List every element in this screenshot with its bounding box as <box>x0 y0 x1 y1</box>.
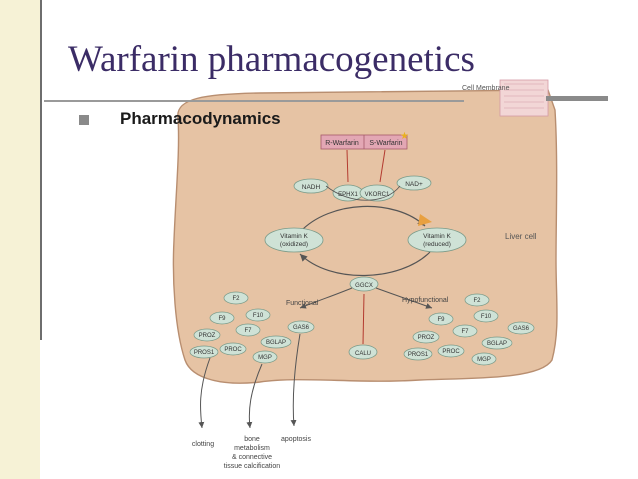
gene-node-left <box>287 320 315 334</box>
vitamin-k-oxidized-label-1: Vitamin K <box>280 233 308 240</box>
gene-node-left <box>189 345 219 359</box>
nadh-to-nad-arc <box>325 185 401 201</box>
gene-label-left: BGLAP <box>266 340 286 346</box>
gene-label-left: PROC <box>224 347 242 353</box>
nad-plus-node <box>396 175 432 191</box>
gene-node-left <box>252 350 278 364</box>
bone-arrow <box>246 363 263 429</box>
left-border-line <box>40 0 42 340</box>
gene-node-left <box>219 342 247 356</box>
bone-label-3: & connective <box>232 454 272 461</box>
ggcx-node <box>349 276 379 292</box>
gene-label-right: GAS6 <box>513 326 530 332</box>
liver-cell-label: Liver cell <box>505 232 537 241</box>
gene-node-right <box>481 336 513 350</box>
gene-label-right: F10 <box>481 314 492 320</box>
gene-label-left: PROZ <box>199 333 216 339</box>
gene-label-right: F7 <box>461 329 469 335</box>
bullet-text: Pharmacodynamics <box>120 109 281 128</box>
title-underline <box>44 100 464 102</box>
title-underline-right <box>546 96 608 101</box>
gene-label-left: GAS6 <box>293 325 310 331</box>
vitamin-k-reduced-node <box>407 227 467 253</box>
vkorc1-label: VKORC1 <box>365 192 390 198</box>
vitamin-k-reduced-label-1: Vitamin K <box>423 233 451 240</box>
gene-label-right: BGLAP <box>487 341 507 347</box>
gene-node-right <box>428 312 454 326</box>
ggcx-label: GGCX <box>355 283 373 289</box>
gene-label-right: PROZ <box>418 335 435 341</box>
gene-node-right <box>403 347 433 361</box>
apoptosis-label: apoptosis <box>281 436 311 443</box>
gene-label-right: MGP <box>477 357 491 363</box>
nadh-node <box>293 178 329 194</box>
cell-membrane-label: Cell Membrane <box>462 85 510 92</box>
gene-label-left: F9 <box>218 316 226 322</box>
gene-label-right: F9 <box>437 317 445 323</box>
cell-membrane-band <box>499 79 549 117</box>
gene-label-right: PROS1 <box>408 352 429 358</box>
gene-node-right <box>473 309 499 323</box>
clotting-arrow <box>198 357 211 429</box>
hypofunctional-gene-cluster: F2 F9 F10 F7 PROZ GAS6 BGLAP PROS1 PROC … <box>403 293 535 366</box>
gene-node-left <box>235 323 261 337</box>
bullet-square-icon <box>79 115 89 125</box>
calu-inhibition-line <box>362 293 365 345</box>
apoptosis-arrow <box>290 333 301 427</box>
hypofunctional-label: Hypofunctional <box>402 297 449 304</box>
ephx1-label: EPHX1 <box>338 192 358 198</box>
calu-label: CALU <box>355 351 371 357</box>
s-warfarin-label: S-Warfarin <box>369 140 402 147</box>
gene-label-left: F2 <box>232 296 240 302</box>
gene-node-right <box>464 293 490 307</box>
gene-label-left: MGP <box>258 355 272 361</box>
ggcx-to-functional-arrow <box>299 287 353 309</box>
gene-label-right: F2 <box>473 298 481 304</box>
star-icon: ★ <box>400 131 409 142</box>
gene-node-right <box>452 324 478 338</box>
gene-node-right <box>437 344 465 358</box>
left-stripe <box>0 0 40 479</box>
gene-node-right <box>412 330 440 344</box>
vitamin-k-oxidized-node <box>264 227 324 253</box>
gene-label-left: F7 <box>244 328 252 334</box>
gene-node-left <box>260 335 292 349</box>
gene-node-left <box>193 328 221 342</box>
gene-label-right: PROC <box>442 349 460 355</box>
r-warfarin-label: R-Warfarin <box>325 140 359 147</box>
bone-label-2: metabolism <box>234 445 270 452</box>
gene-node-left <box>223 291 249 305</box>
functional-gene-cluster: F2 F9 F10 F7 PROZ GAS6 BGLAP PROS1 PROC … <box>189 291 315 364</box>
orange-arrowhead-icon <box>418 214 432 226</box>
slide-title: Warfarin pharmacogenetics <box>68 39 475 80</box>
liver-cell-body <box>172 89 558 384</box>
cycle-bottom-arrow <box>299 251 431 277</box>
vitamin-k-reduced-label-2: (reduced) <box>423 241 451 248</box>
calu-node <box>348 344 378 360</box>
bone-label-1: bone <box>244 436 260 443</box>
vitamin-k-oxidized-label-2: (oxidized) <box>280 241 308 248</box>
nadh-label: NADH <box>302 184 321 191</box>
gene-label-left: PROS1 <box>194 350 215 356</box>
gene-node-left <box>245 308 271 322</box>
gene-node-right <box>471 352 497 366</box>
gene-node-right <box>507 321 535 335</box>
gene-node-left <box>209 311 235 325</box>
functional-label: Functional <box>286 300 319 307</box>
clotting-label: clotting <box>192 441 214 448</box>
bone-label-4: tissue calcification <box>224 463 281 470</box>
cycle-top-arrow <box>299 205 426 233</box>
gene-label-left: F10 <box>253 313 264 319</box>
ggcx-to-hypofunctional-arrow <box>375 287 433 309</box>
nad-plus-label: NAD+ <box>405 181 423 188</box>
